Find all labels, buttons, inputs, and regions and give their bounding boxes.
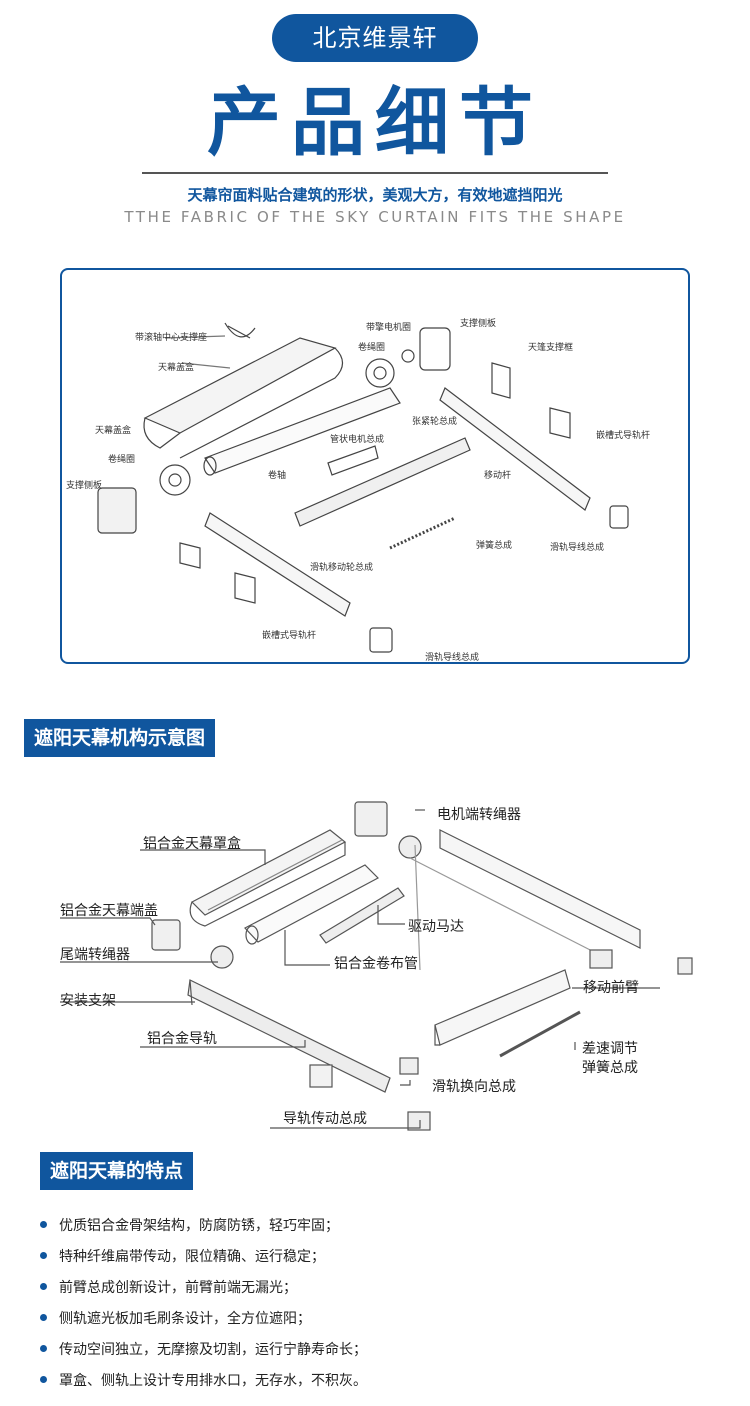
- label-moving-front-arm: 移动前臂: [583, 980, 639, 996]
- label-cover-box: 铝合金天幕罩盒: [143, 836, 241, 852]
- label-reel-b: 卷绳圈: [358, 343, 386, 353]
- feature-item: 罩盒、侧轨上设计专用排水口，无存水，不积灰。: [40, 1367, 700, 1398]
- feature-text: 侧轨遮光板加毛刷条设计，全方位遮阳；: [59, 1311, 311, 1327]
- label-guide-wire-bottom: 滑轨导线总成: [425, 653, 480, 663]
- section-heading-mechanism: 遮阳天幕机构示意图: [24, 719, 216, 757]
- feature-item: 优质铝合金骨架结构，防腐防锈，轻巧牢固；: [40, 1212, 700, 1243]
- bullet-icon: [40, 1251, 47, 1259]
- label-end-cap: 铝合金天幕端盖: [60, 903, 158, 919]
- feature-item: 侧轨遮光板加毛刷条设计，全方位遮阳；: [40, 1305, 700, 1336]
- label-support-plate-left: 支撑侧板: [66, 481, 103, 491]
- feature-text: 前臂总成创新设计，前臂前端无漏光；: [59, 1280, 297, 1296]
- label-support-plate-top: 支撑侧板: [460, 319, 497, 329]
- label-guide-rail: 铝合金导轨: [147, 1031, 217, 1047]
- label-mount-bracket: 安装支架: [60, 993, 116, 1009]
- label-rail-drive: 导轨传动总成: [283, 1111, 367, 1127]
- feature-item: 前臂总成创新设计，前臂前端无漏光；: [40, 1274, 700, 1305]
- subtitle-en: TTHE FABRIC OF THE SKY CURTAIN FITS THE …: [124, 208, 626, 226]
- label-motor-end-reel: 电机端转绳器: [437, 807, 521, 823]
- label-center-bracket: 带滚轴中心支撑座: [135, 333, 208, 343]
- label-slot-rail-right: 嵌槽式导轨杆: [596, 431, 651, 441]
- exploded-diagram-frame: [60, 268, 690, 664]
- label-tube-motor: 管状电机总成: [330, 435, 385, 445]
- feature-list: 优质铝合金骨架结构，防腐防锈，轻巧牢固； 特种纤维扁带传动，限位精确、运行稳定；…: [40, 1212, 700, 1398]
- label-support-frame: 天篷支撑框: [528, 343, 574, 353]
- subtitle-cn: 天幕帘面料贴合建筑的形状，美观大方，有效地遮挡阳光: [187, 186, 563, 204]
- label-moving-rod: 移动杆: [484, 471, 512, 481]
- feature-text: 特种纤维扁带传动，限位精确、运行稳定；: [59, 1249, 325, 1265]
- bullet-icon: [40, 1375, 47, 1383]
- label-slide-turn: 滑轨换向总成: [432, 1079, 516, 1095]
- label-roller: 卷轴: [268, 471, 287, 481]
- label-guide-wire-right: 滑轨导线总成: [550, 543, 605, 553]
- bullet-icon: [40, 1313, 47, 1321]
- label-spring: 弹簧总成: [476, 541, 513, 551]
- label-diff-spring: 差速调节 弹簧总成: [582, 1041, 638, 1076]
- label-roller-tube: 铝合金卷布管: [334, 956, 418, 972]
- label-slot-rail-bottom: 嵌槽式导轨杆: [262, 631, 317, 641]
- label-tail-reel: 尾端转绳器: [60, 947, 130, 963]
- brand-badge: 北京维景轩: [272, 14, 478, 62]
- feature-text: 优质铝合金骨架结构，防腐防锈，轻巧牢固；: [59, 1218, 339, 1234]
- exploded-diagram-drawing: [97, 322, 629, 653]
- title-divider: [142, 172, 608, 174]
- mechanism-diagram-drawing: [60, 801, 693, 1131]
- label-cover-box-b: 天幕盖盒: [95, 426, 132, 436]
- label-rail-slider: 滑轨移动轮总成: [310, 563, 374, 573]
- bullet-icon: [40, 1344, 47, 1352]
- page-title: 产品细节: [207, 80, 543, 166]
- feature-item: 特种纤维扁带传动，限位精确、运行稳定；: [40, 1243, 700, 1274]
- feature-text: 罩盒、侧轨上设计专用排水口，无存水，不积灰。: [59, 1373, 367, 1389]
- feature-item: 传动空间独立，无摩擦及切割，运行宁静寿命长；: [40, 1336, 700, 1367]
- label-reel-a: 卷绳圈: [108, 455, 136, 465]
- label-drive-motor: 驱动马达: [408, 919, 464, 935]
- section-heading-features: 遮阳天幕的特点: [40, 1152, 194, 1190]
- label-motor-ring: 带擎电机圈: [366, 323, 412, 333]
- label-tension-wheel: 张紧轮总成: [412, 417, 458, 427]
- feature-text: 传动空间独立，无摩擦及切割，运行宁静寿命长；: [59, 1342, 367, 1358]
- bullet-icon: [40, 1220, 47, 1228]
- label-cover-box-a: 天幕盖盒: [158, 363, 195, 373]
- bullet-icon: [40, 1282, 47, 1290]
